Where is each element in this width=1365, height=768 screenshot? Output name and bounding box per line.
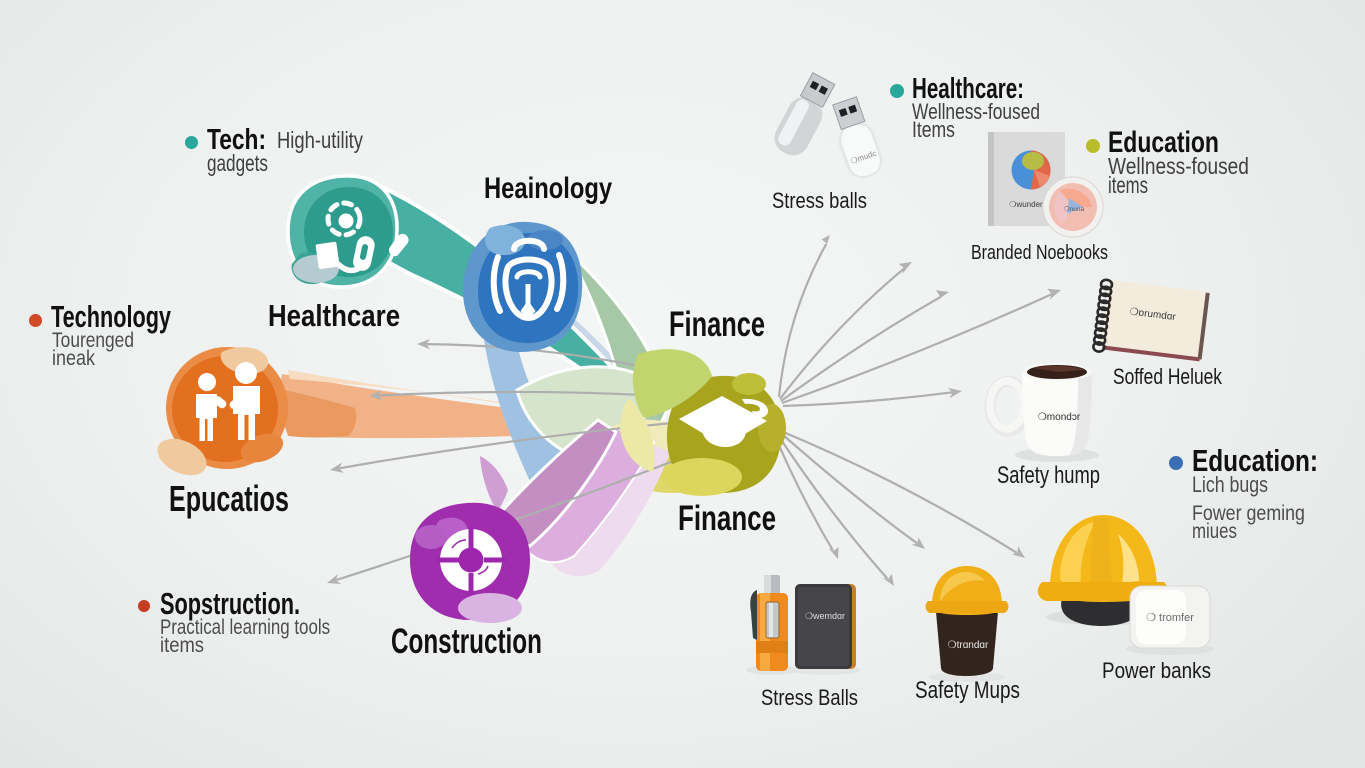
svg-text:❍mondɔr: ❍mondɔr bbox=[1038, 412, 1081, 423]
svg-text:❍wunder: ❍wunder bbox=[1009, 200, 1043, 209]
svg-text:❍nuna: ❍nuna bbox=[1064, 205, 1085, 213]
svg-text:❍trɑndɑr: ❍trɑndɑr bbox=[948, 640, 989, 651]
svg-text:❍ tromfer: ❍ tromfer bbox=[1146, 612, 1194, 624]
svg-text:❍wemdɑr: ❍wemdɑr bbox=[805, 611, 845, 621]
